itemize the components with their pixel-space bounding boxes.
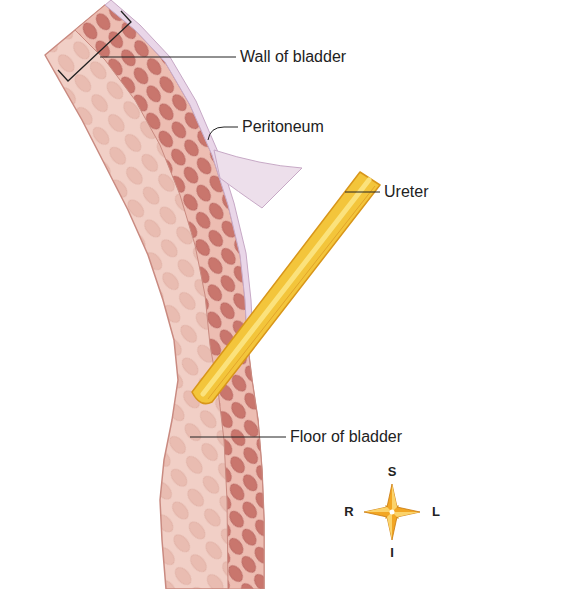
compass-letter: I <box>390 546 394 560</box>
compass-letter: L <box>432 505 440 519</box>
leader-line <box>345 192 380 193</box>
ureter <box>192 172 380 404</box>
compass-rose <box>364 484 420 540</box>
ureter-lumen <box>203 180 369 394</box>
part-label: Ureter <box>384 183 428 201</box>
ureter-lumen-edge <box>208 186 375 399</box>
muscle-layer <box>75 5 264 589</box>
peritoneum-fold <box>214 150 302 208</box>
leader-line <box>100 57 236 58</box>
compass-letter: S <box>388 465 397 479</box>
part-label: Floor of bladder <box>290 428 402 446</box>
bladder-wall <box>45 5 264 589</box>
part-label: Wall of bladder <box>240 48 346 66</box>
leader-line <box>208 127 238 140</box>
compass-letter: R <box>344 505 353 519</box>
leader-line <box>190 437 286 438</box>
part-label: Peritoneum <box>242 118 324 136</box>
wall-bracket <box>58 11 131 81</box>
